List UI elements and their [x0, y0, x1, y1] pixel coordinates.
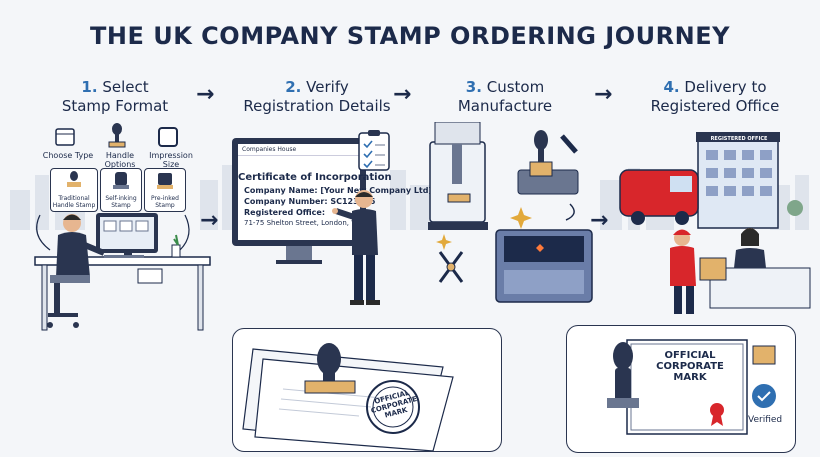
bottom-right-panel: [566, 325, 796, 453]
step-3-number: 3.: [465, 78, 482, 96]
self-inking-stamp-icon: [113, 172, 129, 189]
step-2-heading: 2. Verify Registration Details: [232, 78, 402, 116]
monitor-stand: [286, 246, 312, 260]
stamp-card-label: Self-inking Stamp: [105, 195, 137, 209]
step-4-number: 4.: [663, 78, 680, 96]
certificate-company-name: Company Name: [Your New Company Ltd]: [244, 186, 433, 195]
building-sign: REGISTERED OFFICE: [710, 136, 768, 142]
step-3-line2: Manufacture: [457, 97, 553, 115]
stamp-card-label: Pre-inked Stamp: [151, 195, 179, 209]
arrow-right-icon: →: [393, 82, 412, 107]
stamp-card-pre-inked[interactable]: Pre-inked Stamp: [144, 168, 186, 212]
pre-inked-stamp-icon: [157, 173, 173, 189]
certificate-mark-line2: CORPORATE: [656, 361, 724, 372]
step-2-line1: Verify: [306, 78, 349, 96]
clipboard-checklist-icon: [358, 130, 390, 171]
bottom-left-panel: [232, 328, 502, 452]
corporate-certificate-illustration: [607, 339, 776, 435]
stamp-handle-icon: [108, 123, 126, 148]
step-4-line1: Delivery to: [684, 78, 767, 96]
manufacture-illustration: [428, 122, 593, 303]
stamped-document-illustration: [242, 343, 454, 452]
option-handle-options[interactable]: Handle Options: [104, 151, 136, 169]
square-size-icon: [158, 127, 178, 147]
step-2-number: 2.: [285, 78, 302, 96]
monitor-base: [276, 260, 322, 264]
arrow-right-icon: →: [196, 82, 215, 107]
certificate-header: Companies House: [238, 144, 360, 156]
verified-label: Verified: [748, 415, 783, 425]
step-2-line2: Registration Details: [243, 97, 391, 115]
certificate-company-number: Company Number: SC123456: [244, 197, 376, 206]
box-icon: [55, 128, 75, 146]
step-4-line2: Registered Office: [650, 97, 780, 115]
option-impression-size[interactable]: Impression Size: [149, 151, 193, 169]
step-4-heading: 4. Delivery to Registered Office: [630, 78, 800, 116]
certificate-screen: Companies House: [238, 144, 360, 240]
stamp-card-self-inking[interactable]: Self-inking Stamp: [100, 168, 142, 212]
arrow-right-icon: →: [200, 208, 219, 233]
certificate-mark-line1: OFFICIAL: [664, 350, 716, 361]
certificate-title: Certificate of Incorporation: [238, 172, 392, 183]
page-title: THE UK COMPANY STAMP ORDERING JOURNEY: [90, 22, 730, 50]
step-3-heading: 3. Custom Manufacture: [430, 78, 580, 116]
stamp-card-label: Traditional Handle Stamp: [52, 195, 96, 209]
option-choose-type[interactable]: Choose Type: [42, 151, 94, 160]
step-3-line1: Custom: [486, 78, 545, 96]
man-pointing-illustration: [332, 190, 380, 305]
delivery-illustration: [619, 132, 811, 314]
certificate-mark-line3: MARK: [673, 372, 707, 383]
arrow-right-icon: →: [594, 82, 613, 107]
arrow-right-icon: →: [590, 208, 609, 233]
step-1-number: 1.: [81, 78, 98, 96]
traditional-stamp-icon: [67, 171, 81, 187]
step-1-line1: Select: [102, 78, 149, 96]
person-at-desk-illustration: [34, 213, 211, 331]
certificate-mark-title: OFFICIAL CORPORATE MARK: [640, 350, 740, 383]
step-1-heading: 1. Select Stamp Format: [40, 78, 190, 116]
step-1-line2: Stamp Format: [61, 97, 169, 115]
certificate-office-value: 71-75 Shelton Street, London, WC2H: [244, 219, 373, 227]
stamp-card-traditional[interactable]: Traditional Handle Stamp: [50, 168, 98, 212]
certificate-office-label: Registered Office:: [244, 208, 326, 217]
